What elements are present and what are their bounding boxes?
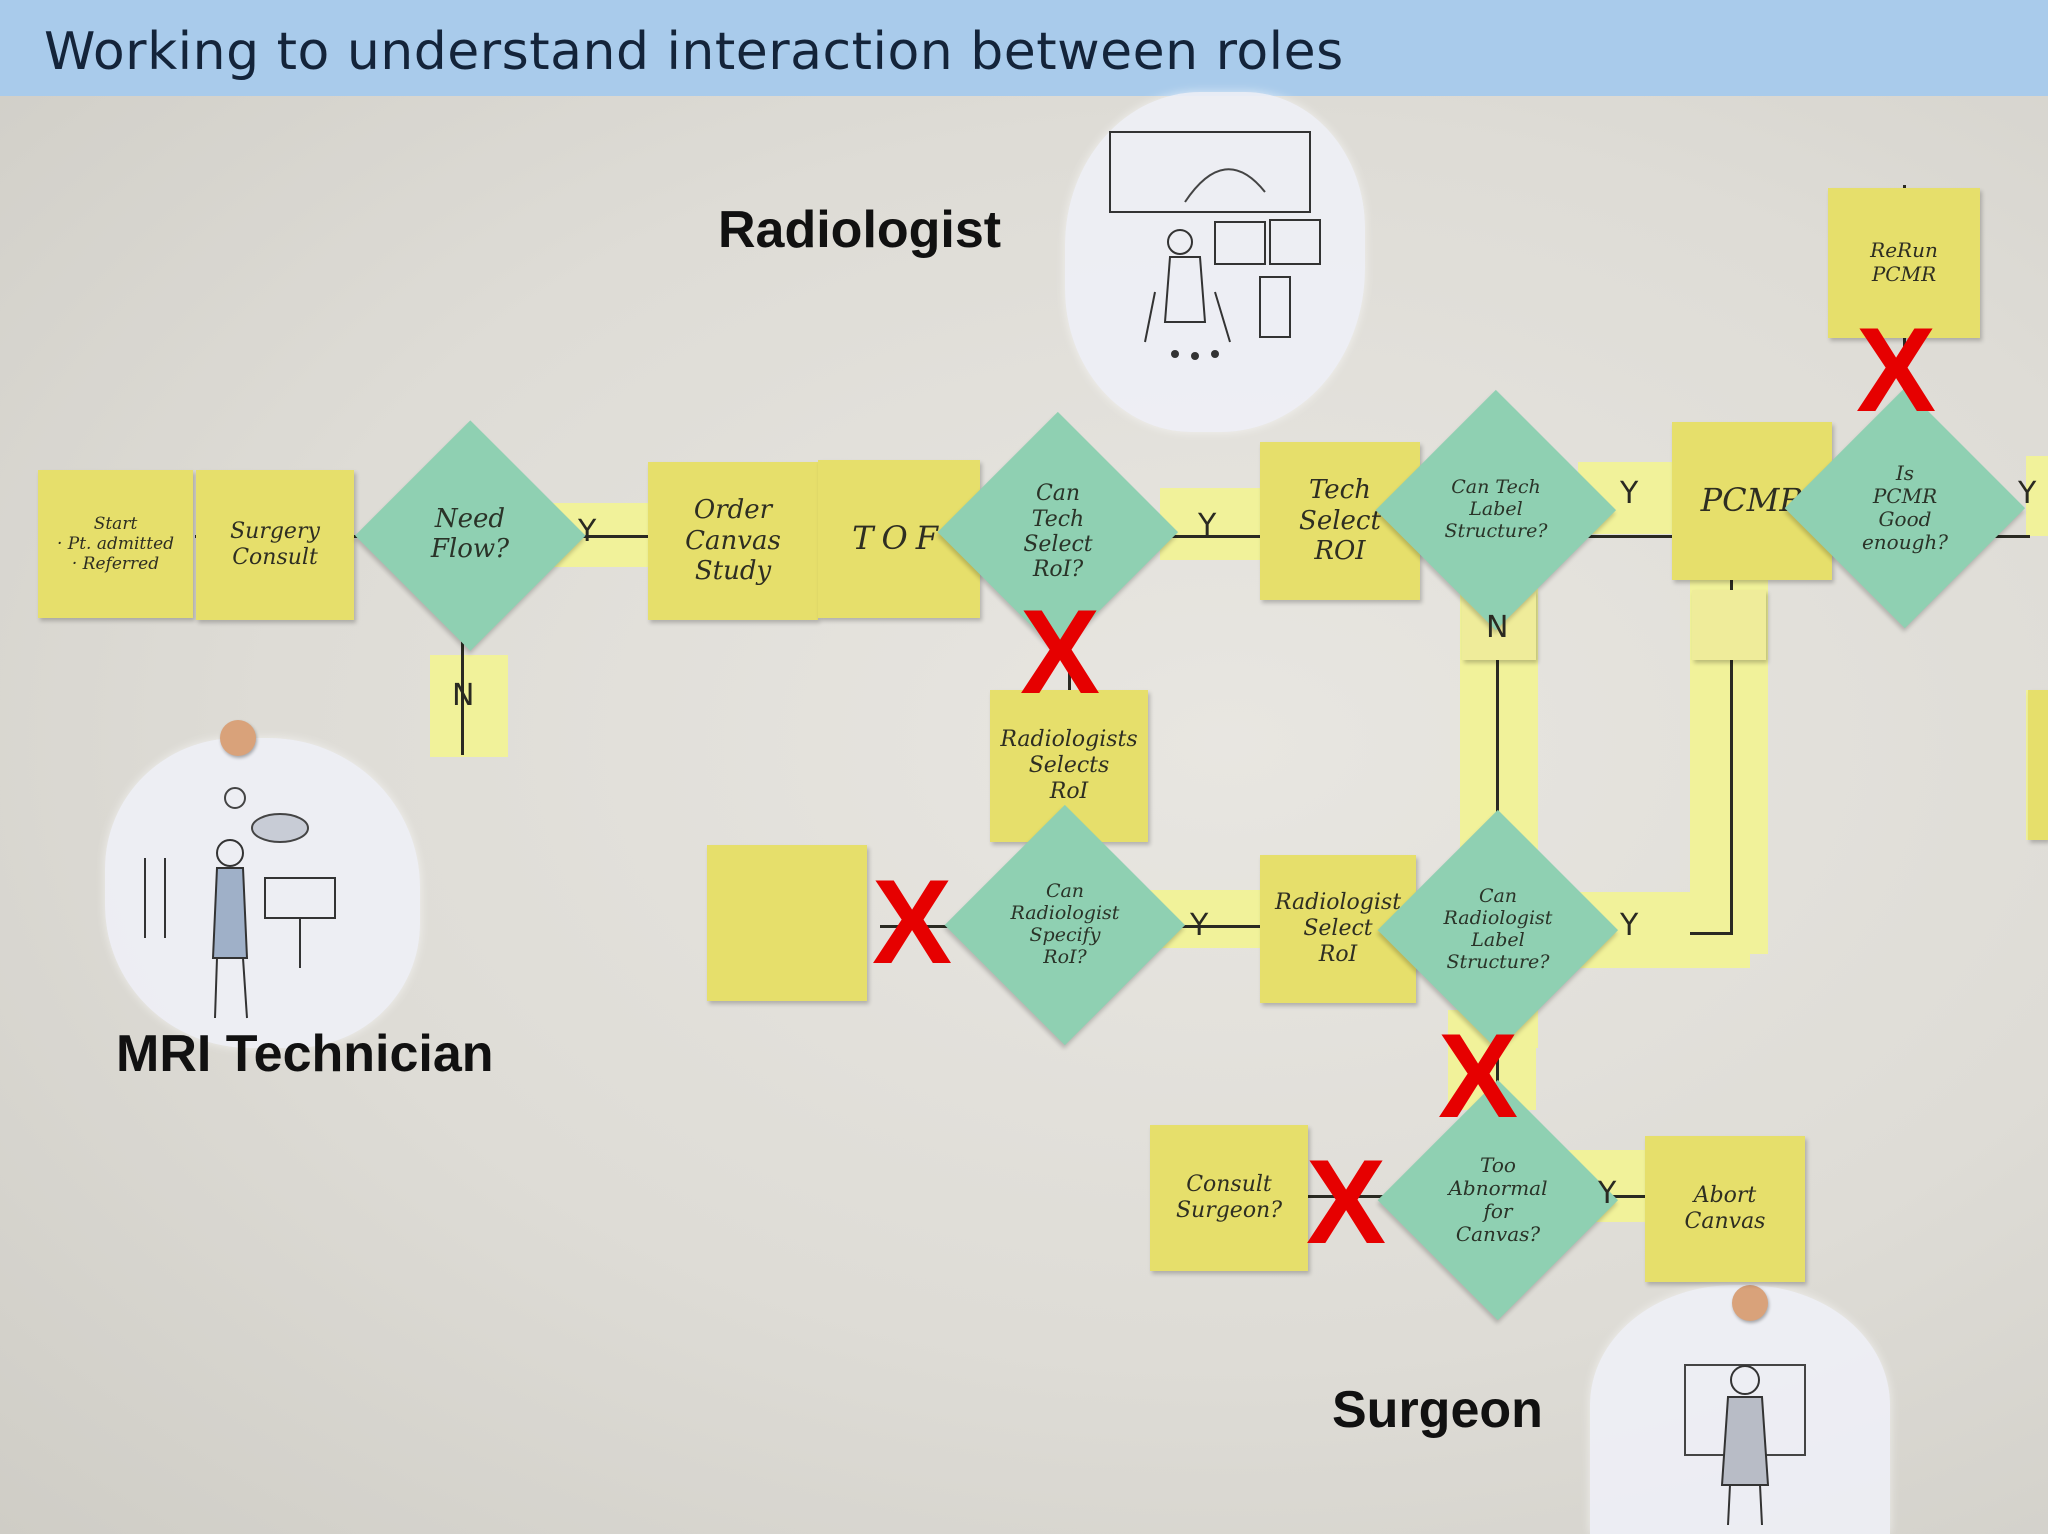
red-x-mark: X (1438, 1009, 1519, 1143)
note-abort-canvas: Abort Canvas (1645, 1136, 1805, 1282)
decision-can-tech-select-roi: Can Tech Select RoI? (937, 411, 1178, 652)
flow-line (880, 925, 1530, 928)
note-stacked (1692, 590, 1766, 660)
decision-need-flow: Need Flow? (354, 419, 585, 650)
note-surgery-consult: Surgery Consult (196, 470, 354, 620)
pushpin-icon (1732, 1285, 1768, 1321)
note-consult-surgeon: Consult Surgeon? (1150, 1125, 1308, 1271)
decision-too-abnormal-for-canvas: Too Abnormal for Canvas? (1377, 1079, 1618, 1320)
decision-can-radiologist-label-structure: Can Radiologist Label Structure? (1377, 809, 1618, 1050)
title-bar: Working to understand interaction betwee… (0, 0, 2048, 96)
note-empty (707, 845, 867, 1001)
mri-technician-drawing-icon (144, 787, 336, 1019)
decision-label: Can Tech Label Structure? (1444, 476, 1548, 542)
radiologist-drawing-icon (1109, 131, 1321, 360)
branch-label-yes: Y (1598, 1176, 1617, 1211)
note-rerun-pcmr: ReRun PCMR (1828, 188, 1980, 338)
connector-strip (430, 655, 508, 757)
note-tech-select-roi: Tech Select ROI (1260, 442, 1420, 600)
decision-can-tech-label-structure: Can Tech Label Structure? (1375, 389, 1616, 630)
branch-label-yes: Y (1620, 908, 1639, 943)
page-title: Working to understand interaction betwee… (44, 22, 1344, 82)
decision-can-radiologist-specify-roi: Can Radiologist Specify RoI? (944, 804, 1185, 1045)
red-x-mark: X (872, 855, 953, 989)
red-x-mark: X (1020, 585, 1101, 719)
decision-label: Can Radiologist Label Structure? (1443, 885, 1553, 973)
role-label-radiologist: Radiologist (718, 201, 1002, 259)
note-order-canvas-study: Order Canvas Study (648, 462, 818, 620)
flow-line (1690, 932, 1733, 935)
red-x-mark: X (1856, 303, 1937, 437)
note-pcmr: PCMR (1672, 422, 1832, 580)
branch-label-yes: Y (1620, 476, 1639, 511)
branch-label-no: N (1486, 610, 1509, 645)
radiologist-sketch (1065, 92, 1365, 432)
surgeon-drawing-icon (1684, 1364, 1806, 1526)
red-x-mark: X (1306, 1135, 1387, 1269)
note-start: Start · Pt. admitted · Referred (38, 470, 193, 618)
surgeon-sketch (1590, 1285, 1890, 1534)
decision-label: Need Flow? (430, 504, 510, 564)
branch-label-yes: Y (1190, 908, 1209, 943)
flow-line (461, 640, 464, 755)
flow-line (1730, 552, 1733, 934)
role-label-mri-technician: MRI Technician (116, 1025, 494, 1083)
decision-label: Can Tech Select RoI? (1023, 481, 1093, 583)
role-label-surgeon: Surgeon (1332, 1381, 1543, 1439)
connector-strip (2026, 456, 2048, 536)
decision-is-pcmr-good-enough: Is PCMR Good enough? (1784, 387, 2025, 628)
branch-label-yes: Y (1198, 508, 1217, 543)
decision-label: Too Abnormal for Canvas? (1448, 1153, 1548, 1246)
note-edge (2028, 690, 2048, 840)
decision-label: Can Radiologist Specify RoI? (1010, 880, 1120, 968)
branch-label-yes: Y (578, 514, 597, 549)
branch-label-no: N (452, 678, 475, 713)
pushpin-icon (220, 720, 256, 756)
connector-strip (1160, 488, 1272, 560)
decision-label: Is PCMR Good enough? (1861, 461, 1949, 554)
mri-technician-sketch (105, 738, 420, 1048)
branch-label-yes: Y (2018, 476, 2037, 511)
